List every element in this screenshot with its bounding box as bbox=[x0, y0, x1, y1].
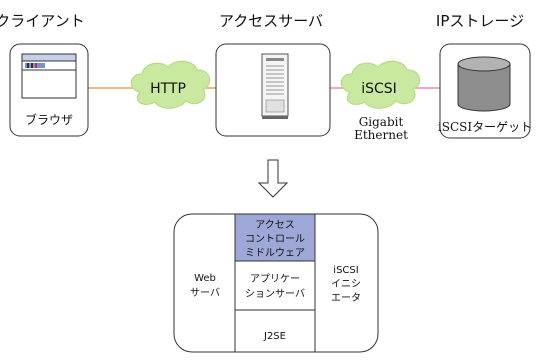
server-tower-icon bbox=[261, 53, 289, 119]
j2se-block bbox=[234, 309, 316, 353]
ethernet-label: Ethernet bbox=[354, 128, 408, 142]
app-server-line-2: ションサーバ bbox=[245, 288, 305, 300]
down-arrow-icon bbox=[257, 159, 289, 198]
ip-storage-title: IPストレージ bbox=[436, 12, 524, 30]
browser-window-icon bbox=[21, 53, 77, 99]
iscsi-target-label: iSCSIターゲット bbox=[438, 120, 532, 134]
middleware-line-3: ミドルウェア bbox=[245, 247, 305, 259]
http-cloud bbox=[130, 60, 211, 109]
app-server-line-1: アプリケー bbox=[250, 273, 300, 285]
client-title: クライアント bbox=[0, 12, 85, 30]
initiator-line-2: イニシ bbox=[331, 279, 361, 290]
application-server-block bbox=[234, 260, 316, 311]
iscsi-label: iSCSI bbox=[361, 81, 397, 97]
web-server-line-1: Web bbox=[194, 273, 216, 284]
access-server-title: アクセスサーバ bbox=[219, 12, 323, 30]
middleware-line-2: コントロール bbox=[245, 234, 305, 245]
iscsi-cloud bbox=[340, 60, 421, 109]
j2se-label: J2SE bbox=[263, 331, 286, 342]
browser-label: ブラウザ bbox=[25, 112, 73, 127]
disk-cylinder-icon bbox=[457, 56, 511, 112]
middleware-line-1: アクセス bbox=[255, 219, 295, 231]
gigabit-label: Gigabit bbox=[359, 115, 404, 129]
web-server-line-2: サーバ bbox=[190, 287, 220, 299]
initiator-line-3: エータ bbox=[331, 292, 361, 304]
http-label: HTTP bbox=[150, 81, 186, 97]
initiator-line-1: iSCSI bbox=[333, 265, 358, 276]
access-control-middleware-block bbox=[234, 213, 316, 262]
